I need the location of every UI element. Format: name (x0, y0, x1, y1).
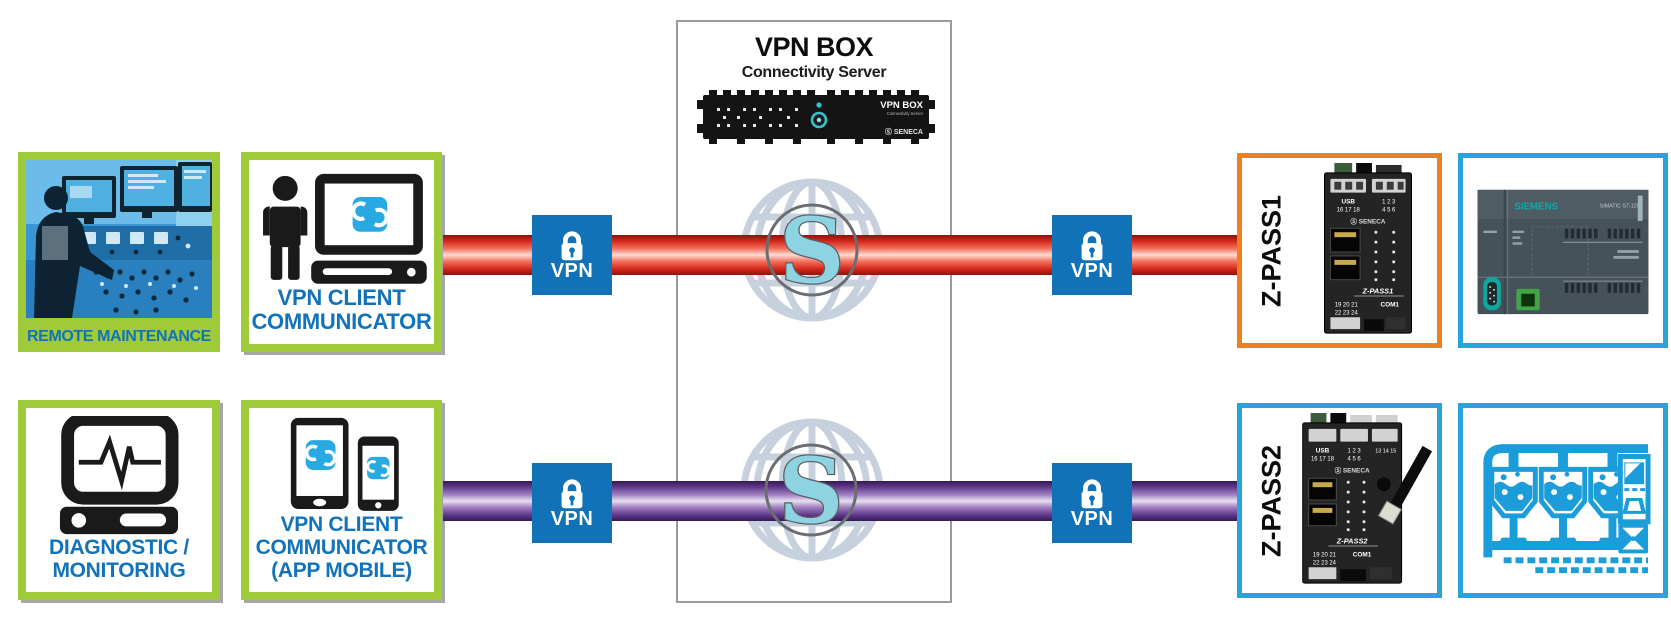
gateway-box-zpass1: Z-PASS1 USB 1 2 3 16 17 18 4 5 6 Ⓢ SENEC… (1237, 153, 1442, 348)
vpn-box-title: VPN BOX (754, 32, 874, 62)
process-hopper (1489, 466, 1538, 519)
process-valve-icon (1618, 523, 1649, 554)
seneca-logo-bottom: S (764, 437, 858, 545)
vpn-badge-top-right: VPN (1052, 215, 1132, 295)
plc-model-text: SIMATIC S7-1200 (1600, 203, 1643, 209)
padlock-icon (561, 230, 583, 260)
zpass1-terminals-text: 4 5 6 (1382, 207, 1396, 213)
zpass2-brand-text: Ⓢ SENECA (1335, 465, 1370, 474)
zpass1-device-image: USB 1 2 3 16 17 18 4 5 6 Ⓢ SENECA Z-PASS… (1323, 163, 1413, 334)
zpass2-label: Z-PASS2 (1256, 444, 1287, 557)
server-sub-text: Connectivity Server (887, 111, 924, 116)
server-name-text: VPN BOX (880, 100, 923, 111)
seneca-s-letter: S (779, 438, 844, 544)
plc-brand-text: SIEMENS (1514, 201, 1558, 212)
client-box-vpn-client-communicator: VPN CLIENT COMMUNICATOR (241, 152, 442, 352)
padlock-icon (1081, 478, 1103, 508)
endpoint-box-process (1458, 403, 1668, 598)
zpass2-antenna (1386, 445, 1432, 515)
zpass2-leds (1346, 480, 1366, 532)
vpn-badge-top-left: VPN (532, 215, 612, 295)
zpass1-usb-text: USB (1341, 199, 1355, 206)
waveform-icon (78, 434, 161, 491)
zpass2-terminals-text: 16 17 18 (1311, 456, 1335, 462)
vpn-box-subtitle: Connectivity Server (741, 64, 887, 81)
zpass1-terminals-text: 19 20 21 (1335, 302, 1358, 308)
padlock-icon (1081, 230, 1103, 260)
server-led (816, 102, 822, 108)
process-cabinet (1617, 454, 1651, 525)
zpass2-com-text: COM1 (1353, 551, 1372, 558)
remote-maintenance-photo (26, 160, 212, 318)
plc-terminal-slots (1564, 283, 1641, 293)
seneca-logo-top: S (765, 197, 859, 305)
zpass2-device-image: USB 1 2 3 13 14 15 16 17 18 4 5 6 Ⓢ SENE… (1302, 413, 1432, 584)
client-box-diagnostic-monitoring: DIAGNOSTIC / MONITORING (18, 400, 220, 600)
process-header-pipe (1483, 444, 1649, 558)
vpn-app-icon (352, 197, 387, 232)
zpass2-terminals-text: 1 2 3 (1348, 449, 1362, 455)
tablet-icon (290, 417, 349, 509)
zpass2-terminals-text: 19 20 21 (1313, 552, 1336, 558)
remote-maintenance-label: REMOTE MAINTENANCE (27, 328, 211, 345)
gateway-box-zpass2: Z-PASS2 USB 1 2 3 13 14 15 16 17 18 4 5 … (1237, 403, 1442, 598)
diagnostic-label: DIAGNOSTIC / MONITORING (49, 535, 189, 582)
siemens-plc-image: SIEMENS SIMATIC S7-1200 (1477, 189, 1649, 315)
zpass1-terminals-text: 16 17 18 (1337, 207, 1361, 213)
zpass1-model-text: Z-PASS1 (1362, 287, 1394, 296)
zpass1-terminals-text: 1 2 3 (1382, 200, 1396, 206)
zpass1-leds (1374, 230, 1396, 282)
client-box-vpn-client-mobile: VPN CLIENT COMMUNICATOR (APP MOBILE) (241, 400, 442, 600)
person-icon (262, 175, 307, 280)
zpass1-label: Z-PASS1 (1256, 194, 1287, 307)
zpass2-usb-text: USB (1316, 448, 1330, 455)
zpass2-model-text: Z-PASS2 (1336, 537, 1369, 546)
industrial-process-icon (1483, 444, 1651, 574)
seneca-s-letter: S (780, 198, 845, 304)
padlock-icon (561, 478, 583, 508)
zpass1-brand-text: Ⓢ SENECA (1351, 216, 1386, 225)
tablet-phone-icon (290, 417, 399, 511)
zpass1-terminals-text: 22 23 24 (1335, 310, 1359, 316)
process-hopper (1538, 466, 1588, 519)
zpass2-terminals-text: 13 14 15 (1375, 449, 1396, 455)
zpass2-terminals-text: 4 5 6 (1348, 456, 1362, 462)
vpn-client-mobile-label: VPN CLIENT COMMUNICATOR (APP MOBILE) (255, 512, 428, 582)
desktop-computer-icon (310, 173, 427, 284)
zpass2-antenna-base (1377, 500, 1403, 525)
zpass2-terminals-text: 22 23 24 (1313, 560, 1337, 566)
plc-terminal-slots (1564, 228, 1641, 239)
server-vent-holes (717, 108, 798, 127)
vpn-client-label: VPN CLIENT COMMUNICATOR (251, 284, 432, 334)
server-brand-text: Ⓢ SENECA (885, 127, 923, 136)
zpass2-antenna-jack (1376, 477, 1391, 492)
vpn-badge-bottom-right: VPN (1052, 463, 1132, 543)
phone-icon (357, 436, 399, 511)
vpn-badge-bottom-left: VPN (532, 463, 612, 543)
control-room-monitors (62, 162, 212, 224)
endpoint-box-plc: SIEMENS SIMATIC S7-1200 (1458, 153, 1668, 348)
vpn-box-server-image: VPN BOX Connectivity Server Ⓢ SENECA (697, 90, 935, 144)
diagnostic-monitor-icon (59, 416, 179, 535)
zpass1-com-text: COM1 (1380, 301, 1399, 308)
person-computer-icon (262, 173, 427, 284)
client-box-remote-maintenance: REMOTE MAINTENANCE (18, 152, 220, 352)
